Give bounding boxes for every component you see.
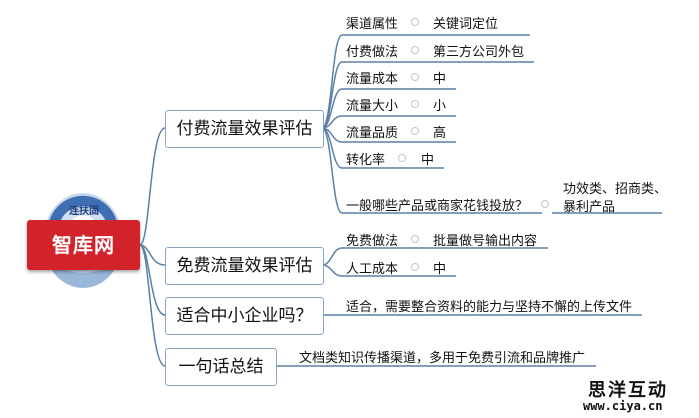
- paid-value-volume: 小: [433, 99, 447, 114]
- branch-sme-fit: 适合中小企业吗？: [165, 297, 324, 335]
- paid-key-quality: 流量品质: [346, 126, 399, 141]
- branch-summary: 一句话总结: [165, 348, 277, 386]
- free-key-labor: 人工成本: [346, 262, 399, 277]
- branch-paid-traffic: 付费流量效果评估: [165, 110, 324, 148]
- branch-free-traffic: 免费流量效果评估: [165, 247, 324, 285]
- paid-key-method: 付费做法: [346, 45, 399, 60]
- separator-dot: [411, 100, 419, 108]
- paid-value-conversion: 中: [421, 153, 435, 168]
- watermark-brand: 思洋互动: [588, 380, 668, 401]
- separator-dot: [541, 200, 549, 208]
- separator-dot: [411, 73, 419, 81]
- paid-value-cost: 中: [433, 72, 447, 87]
- paid-key-conversion: 转化率: [346, 153, 386, 168]
- separator-dot: [411, 127, 419, 135]
- paid-value-products-line2: 暴利产品: [563, 200, 616, 215]
- free-value-labor: 中: [433, 262, 447, 277]
- separator-dot: [411, 18, 419, 26]
- root-label: 智库网: [52, 233, 115, 257]
- separator-dot: [398, 154, 406, 162]
- root-node: [27, 220, 140, 270]
- separator-dot: [411, 263, 419, 271]
- summary-text: 文档类知识传播渠道，多用于免费引流和品牌推广: [299, 351, 586, 366]
- paid-key-cost: 流量成本: [346, 72, 399, 87]
- paid-value-products-line1: 功效类、招商类、: [563, 182, 668, 197]
- free-value-method: 批量做号输出内容: [433, 234, 538, 249]
- sme-fit-answer: 适合，需要整合资料的能力与坚持不懈的上传文件: [346, 300, 633, 315]
- paid-value-quality: 高: [433, 126, 447, 141]
- paid-key-products: 一般哪些产品或商家花钱投放？: [346, 199, 529, 214]
- free-key-method: 免费做法: [346, 234, 399, 249]
- paid-key-volume: 流量大小: [346, 99, 399, 114]
- paid-key-channel: 渠道属性: [346, 17, 399, 32]
- paid-value-channel: 关键词定位: [433, 17, 499, 32]
- watermark-url: www.ciya.cn: [583, 399, 663, 413]
- logo-badge-text: 连扶固: [69, 206, 99, 217]
- separator-dot: [411, 235, 419, 243]
- separator-dot: [411, 46, 419, 54]
- paid-value-method: 第三方公司外包: [433, 45, 525, 60]
